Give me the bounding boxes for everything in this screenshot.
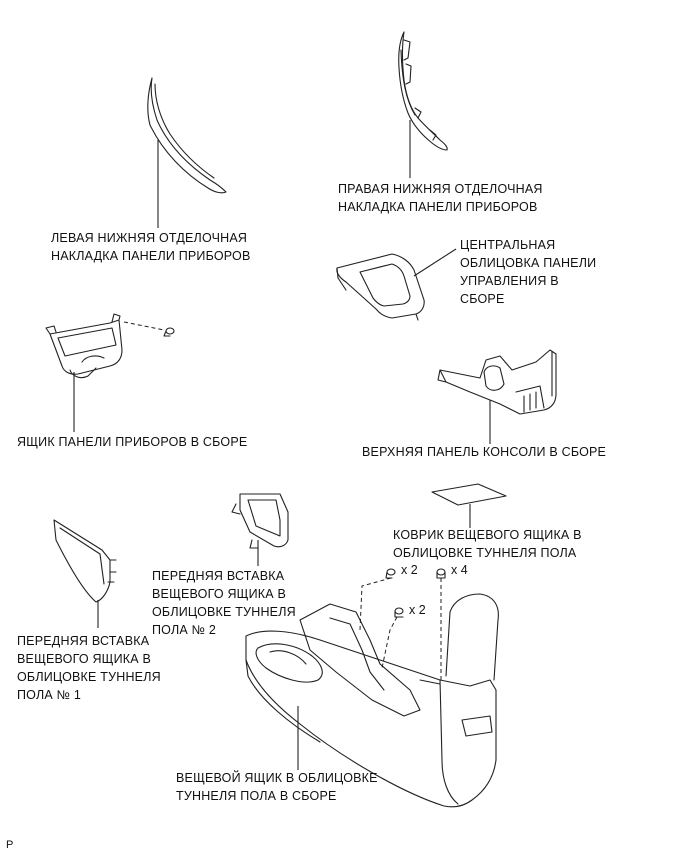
label-front-insert-1: ПЕРЕДНЯЯ ВСТАВКА ВЕЩЕВОГО ЯЩИКА В ОБЛИЦО…	[17, 634, 161, 702]
screw-c	[394, 607, 404, 618]
front-insert-no2	[231, 493, 289, 549]
label-console-box: ВЕЩЕВОЙ ЯЩИК В ОБЛИЦОВКЕ ТУННЕЛЯ ПОЛА В …	[176, 771, 378, 803]
console-box-mat	[431, 483, 507, 506]
glove-box	[45, 313, 123, 379]
label-center-cluster: ЦЕНТРАЛЬНАЯ ОБЛИЦОВКА ПАНЕЛИ УПРАВЛЕНИЯ …	[460, 238, 597, 306]
screw-a	[385, 568, 396, 579]
console-box-assembly	[245, 593, 499, 808]
label-lh-lower-panel: ЛЕВАЯ НИЖНЯЯ ОТДЕЛОЧНАЯ НАКЛАДКА ПАНЕЛИ …	[51, 231, 251, 263]
corner-mark: P	[6, 839, 14, 851]
front-insert-no1	[53, 519, 117, 603]
qty-screw-b: x 4	[451, 563, 468, 577]
qty-screw-c: x 2	[409, 603, 426, 617]
dash-glove-screw	[123, 321, 165, 331]
dash-screw-c	[381, 616, 398, 669]
center-cluster-panel	[336, 253, 425, 321]
qty-screw-a: x 2	[401, 563, 418, 577]
label-front-insert-2: ПЕРЕДНЯЯ ВСТАВКА ВЕЩЕВОГО ЯЩИКА В ОБЛИЦО…	[152, 569, 296, 637]
lh-lower-finish-panel	[147, 77, 227, 194]
rh-lower-finish-panel	[398, 31, 448, 151]
leader-center-cluster	[413, 248, 457, 277]
dash-screw-a	[359, 577, 392, 631]
screw-b	[436, 568, 446, 579]
label-glove-box: ЯЩИК ПАНЕЛИ ПРИБОРОВ В СБОРЕ	[17, 435, 248, 449]
glove-box-screw	[163, 327, 175, 337]
label-rh-lower-panel: ПРАВАЯ НИЖНЯЯ ОТДЕЛОЧНАЯ НАКЛАДКА ПАНЕЛИ…	[338, 182, 543, 214]
upper-console-panel	[437, 349, 557, 415]
label-box-mat: КОВРИК ВЕЩЕВОГО ЯЩИКА В ОБЛИЦОВКЕ ТУННЕЛ…	[393, 528, 582, 560]
label-upper-console: ВЕРХНЯЯ ПАНЕЛЬ КОНСОЛИ В СБОРЕ	[362, 445, 607, 459]
